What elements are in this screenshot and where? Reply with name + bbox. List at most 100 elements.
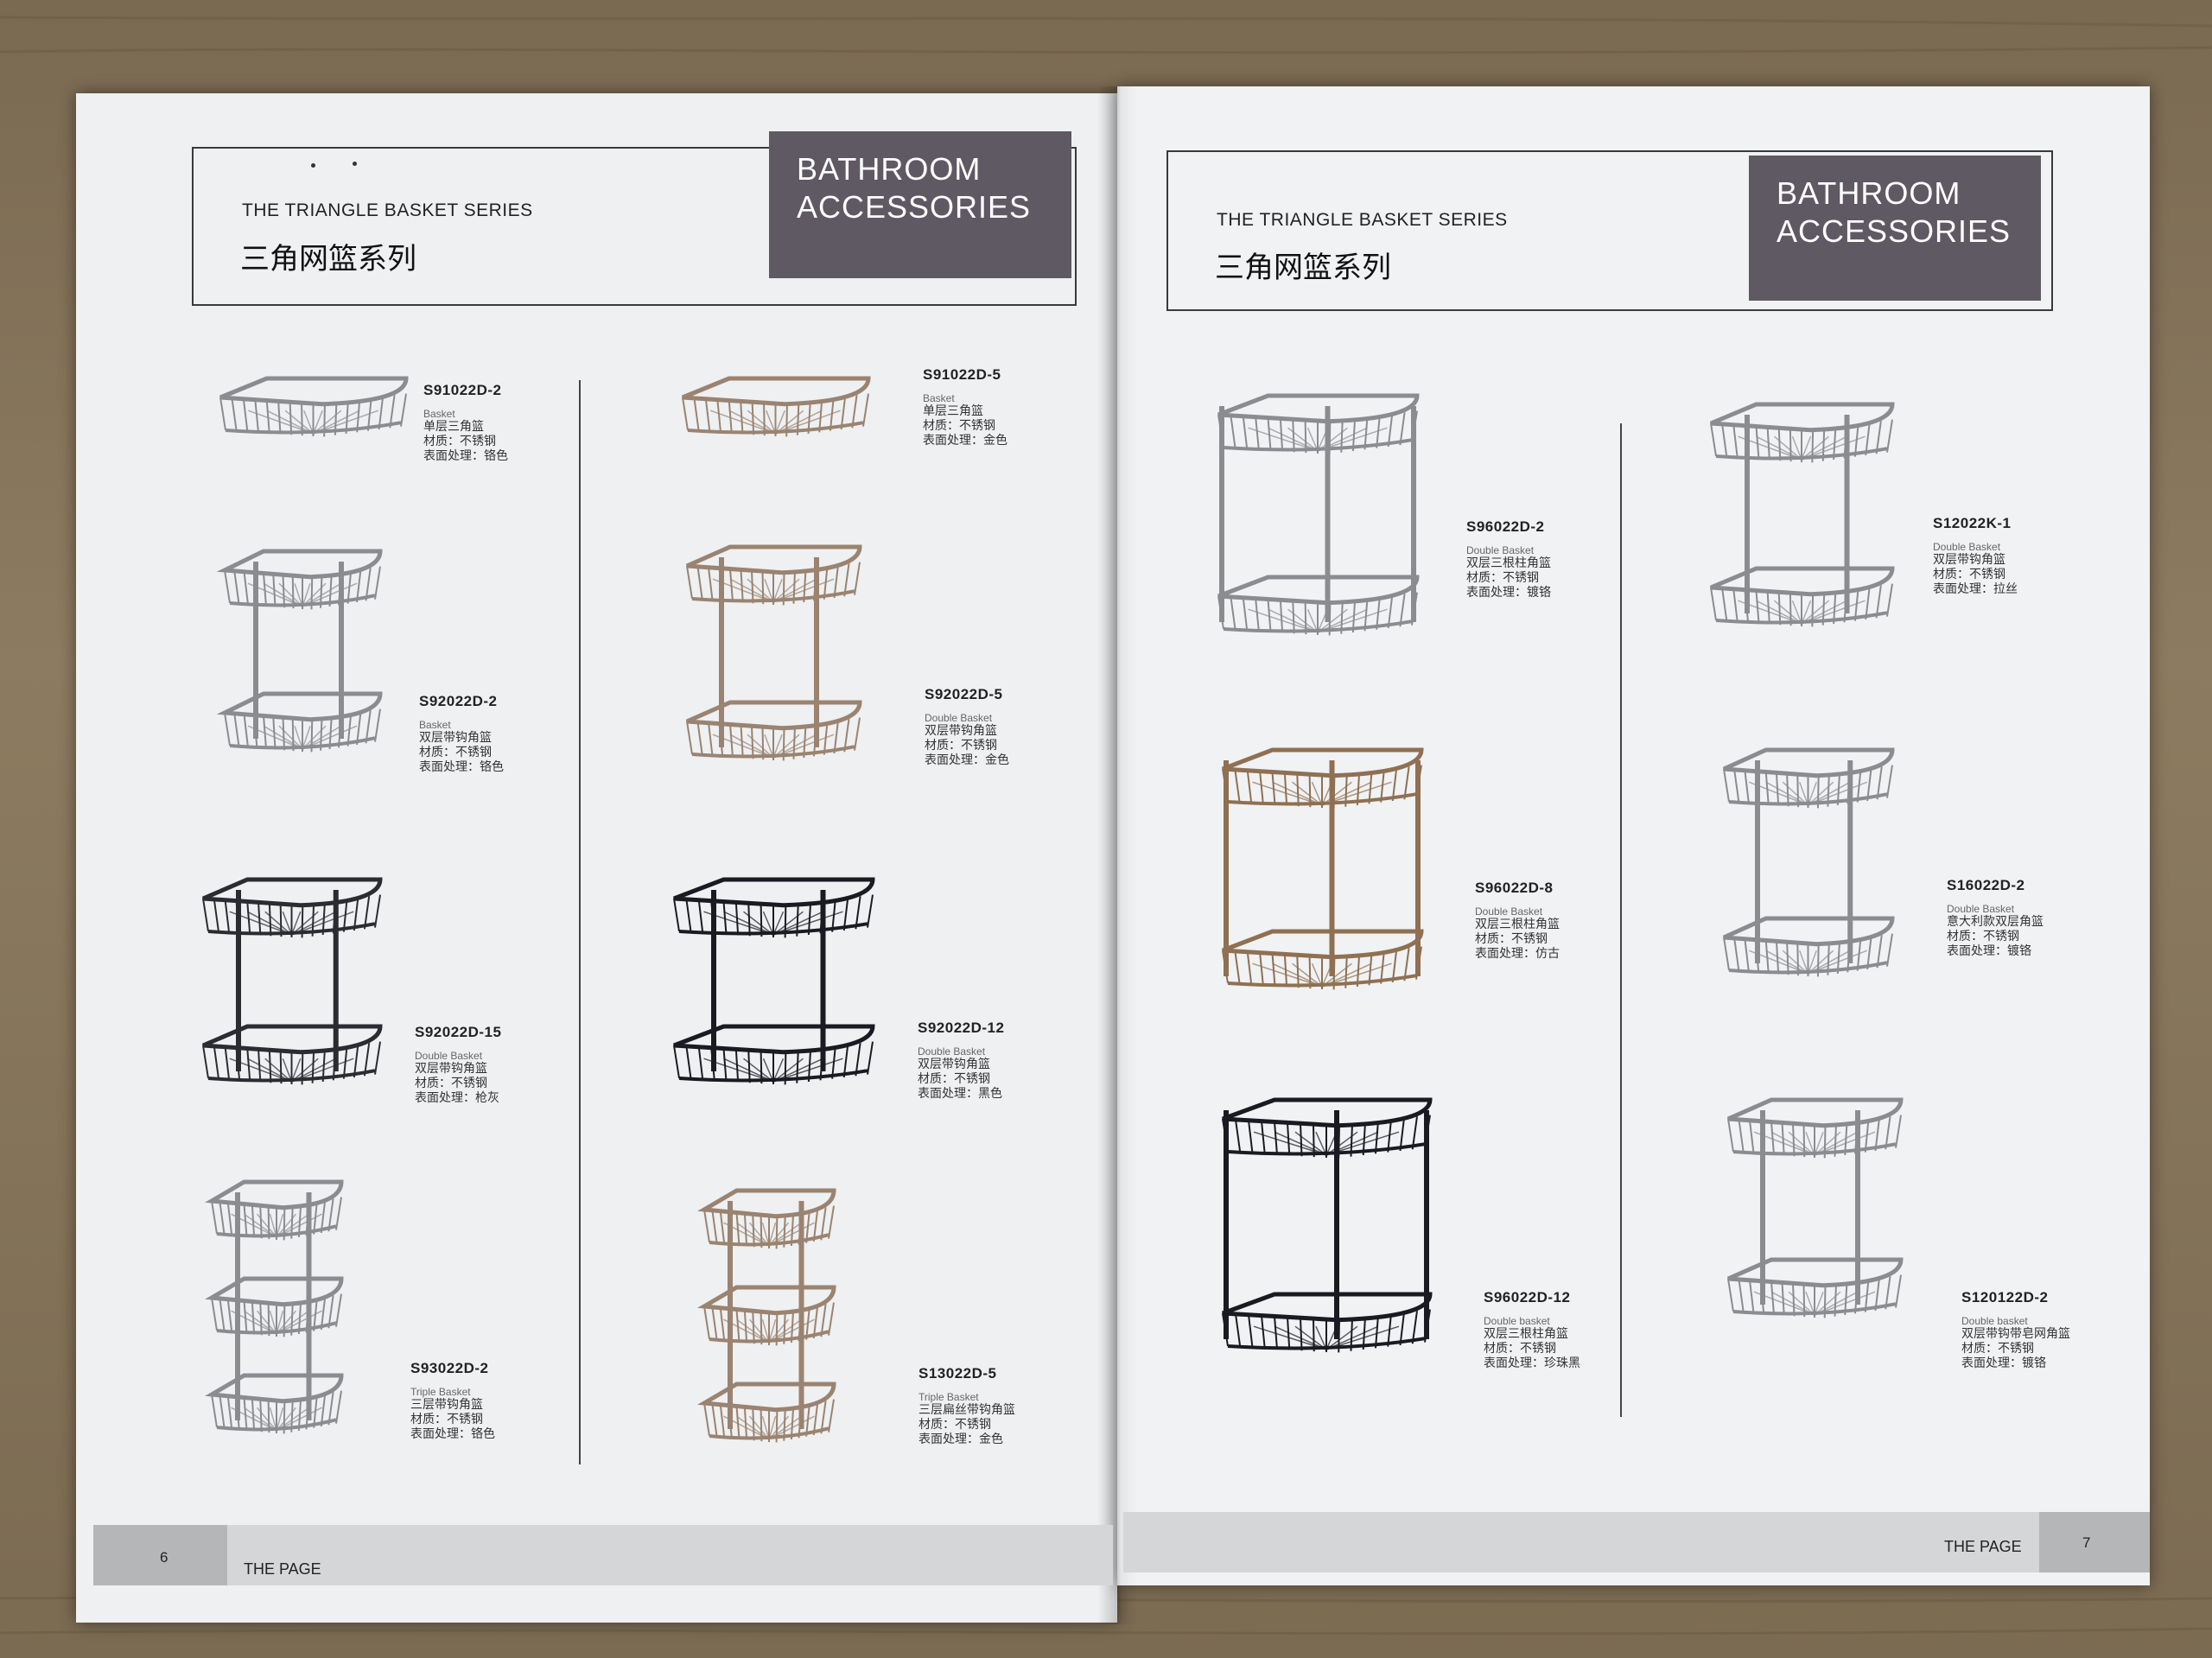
product-name-cn: 双层三根柱角篮: [1484, 1327, 1568, 1341]
product-material: 材质：不锈钢: [1484, 1342, 1556, 1356]
product-material: 材质：不锈钢: [918, 1072, 990, 1086]
product-type: Triple Basket: [918, 1391, 979, 1403]
double-basket-gold: [685, 544, 862, 761]
product-card: S92022D-5 Double Basket 双层带钩角篮 材质：不锈钢 表面…: [925, 686, 1009, 768]
product-finish: 表面处理：铬色: [410, 1427, 495, 1441]
product-material: 材质：不锈钢: [1466, 571, 1539, 585]
product-name-cn: 意大利款双层角篮: [1947, 915, 2044, 929]
product-name-cn: 双层带钩角篮: [918, 1058, 990, 1071]
triple-basket-gold: [697, 1188, 836, 1443]
product-name-cn: 双层带钩角篮: [415, 1062, 487, 1076]
right-series-title-en: THE TRIANGLE BASKET SERIES: [1217, 210, 1508, 230]
product-type: Double basket: [1484, 1315, 1550, 1327]
product-material: 材质：不锈钢: [1933, 568, 2005, 581]
product-finish: 表面处理：仿古: [1475, 947, 1560, 961]
product-finish: 表面处理：枪灰: [415, 1091, 499, 1105]
right-header-frame: [1166, 150, 2053, 311]
product-type: Basket: [923, 392, 955, 404]
product-finish: 表面处理：镀铬: [1961, 1356, 2046, 1370]
product-name-cn: 双层带钩角篮: [419, 731, 492, 745]
left-series-title-cn: 三角网篮系列: [240, 242, 416, 276]
double-basket-pearl-black: [1222, 1097, 1433, 1353]
double-basket-three-post-chrome: [1217, 393, 1420, 636]
product-card: S96022D-12 Double basket 双层三根柱角篮 材质：不锈钢 …: [1484, 1289, 1580, 1371]
product-code: S12022K-1: [1933, 515, 2012, 531]
product-finish: 表面处理：金色: [923, 434, 1007, 448]
product-name-cn: 双层带钩带皂网角篮: [1961, 1327, 2070, 1341]
product-card: S13022D-5 Triple Basket 三层扁丝带钩角篮 材质：不锈钢 …: [918, 1365, 1015, 1447]
product-card: S91022D-5 Basket 单层三角篮 材质：不锈钢 表面处理：金色: [923, 366, 1007, 448]
double-basket-antique: [1222, 747, 1424, 990]
product-code: S96022D-12: [1484, 1289, 1571, 1305]
left-header-dot: [353, 162, 357, 166]
product-name-cn: 单层三角篮: [923, 404, 983, 418]
product-code: S96022D-2: [1466, 518, 1545, 535]
single-basket-gold: [682, 376, 871, 437]
double-basket-brushed: [1710, 402, 1895, 627]
right-footer-bar: [1123, 1512, 2150, 1572]
left-banner-line2: ACCESSORIES: [797, 189, 1032, 225]
product-type: Double Basket: [1466, 544, 1535, 556]
product-code: S93022D-2: [410, 1360, 489, 1376]
product-material: 材质：不锈钢: [415, 1077, 487, 1090]
product-finish: 表面处理：金色: [925, 753, 1009, 767]
product-finish: 表面处理：镀铬: [1947, 944, 2031, 958]
product-material: 材质：不锈钢: [925, 739, 997, 753]
product-card: S96022D-8 Double Basket 双层三根柱角篮 材质：不锈钢 表…: [1475, 880, 1560, 962]
product-card: S92022D-15 Double Basket 双层带钩角篮 材质：不锈钢 表…: [415, 1024, 501, 1106]
product-material: 材质：不锈钢: [419, 746, 492, 759]
product-card: S12022K-1 Double Basket 双层带钩角篮 材质：不锈钢 表面…: [1933, 515, 2018, 597]
product-type: Double Basket: [1933, 541, 2001, 553]
product-code: S92022D-2: [419, 693, 498, 709]
product-card: S92022D-2 Basket 双层带钩角篮 材质：不锈钢 表面处理：铬色: [419, 693, 504, 775]
right-series-title-cn: 三角网篮系列: [1215, 251, 1391, 285]
product-code: S91022D-5: [923, 366, 1001, 383]
product-name-cn: 双层带钩角篮: [925, 724, 997, 738]
right-footer-tab: [2039, 1512, 2150, 1572]
left-header-dot: [311, 163, 315, 168]
product-material: 材质：不锈钢: [1947, 930, 2019, 943]
product-finish: 表面处理：黑色: [918, 1087, 1002, 1101]
left-footer-bar: [93, 1525, 1113, 1585]
product-name-cn: 三层扁丝带钩角篮: [918, 1403, 1015, 1417]
product-finish: 表面处理：铬色: [419, 760, 504, 774]
left-banner: BATHROOM ACCESSORIES: [769, 131, 1071, 278]
product-material: 材质：不锈钢: [423, 435, 496, 448]
product-type: Double Basket: [1947, 903, 2015, 915]
right-page-number: 7: [2082, 1534, 2091, 1551]
right-column-divider: [1620, 423, 1622, 1417]
left-column-divider: [579, 380, 581, 1464]
product-material: 材质：不锈钢: [1961, 1342, 2034, 1356]
product-finish: 表面处理：镀铬: [1466, 586, 1551, 600]
product-material: 材质：不锈钢: [1475, 932, 1548, 946]
product-type: Double Basket: [918, 1045, 986, 1058]
book-gutter: [1097, 86, 1137, 1624]
right-banner: BATHROOM ACCESSORIES: [1749, 156, 2041, 301]
product-card: S96022D-2 Double Basket 双层三根柱角篮 材质：不锈钢 表…: [1466, 518, 1551, 600]
right-footer-label: THE PAGE: [1944, 1538, 2022, 1555]
double-basket-chrome: [216, 549, 383, 753]
product-card: S91022D-2 Basket 单层三角篮 材质：不锈钢 表面处理：铬色: [423, 382, 508, 464]
left-banner-line1: BATHROOM: [797, 151, 982, 187]
product-finish: 表面处理：珍珠黑: [1484, 1356, 1580, 1370]
product-type: Double Basket: [1475, 905, 1543, 918]
product-card: S93022D-2 Triple Basket 三层带钩角篮 材质：不锈钢 表面…: [410, 1360, 495, 1442]
product-finish: 表面处理：铬色: [423, 449, 508, 463]
double-basket-italian: [1722, 747, 1895, 977]
product-name-cn: 三层带钩角篮: [410, 1398, 483, 1412]
right-banner-line1: BATHROOM: [1777, 175, 1961, 211]
left-footer-label: THE PAGE: [244, 1560, 321, 1578]
right-banner-line2: ACCESSORIES: [1777, 213, 2012, 249]
left-page: [76, 93, 1117, 1623]
left-footer-tab: [93, 1525, 227, 1585]
double-basket-gunmetal: [202, 877, 383, 1085]
product-code: S16022D-2: [1947, 877, 2025, 893]
product-code: S91022D-2: [423, 382, 502, 398]
product-finish: 表面处理：金色: [918, 1432, 1003, 1446]
product-type: Double basket: [1961, 1315, 2028, 1327]
product-card: S16022D-2 Double Basket 意大利款双层角篮 材质：不锈钢 …: [1947, 877, 2044, 959]
product-card: S120122D-2 Double basket 双层带钩带皂网角篮 材质：不锈…: [1961, 1289, 2070, 1371]
product-material: 材质：不锈钢: [918, 1418, 991, 1432]
product-type: Triple Basket: [410, 1386, 471, 1398]
product-code: S92022D-12: [918, 1020, 1005, 1036]
